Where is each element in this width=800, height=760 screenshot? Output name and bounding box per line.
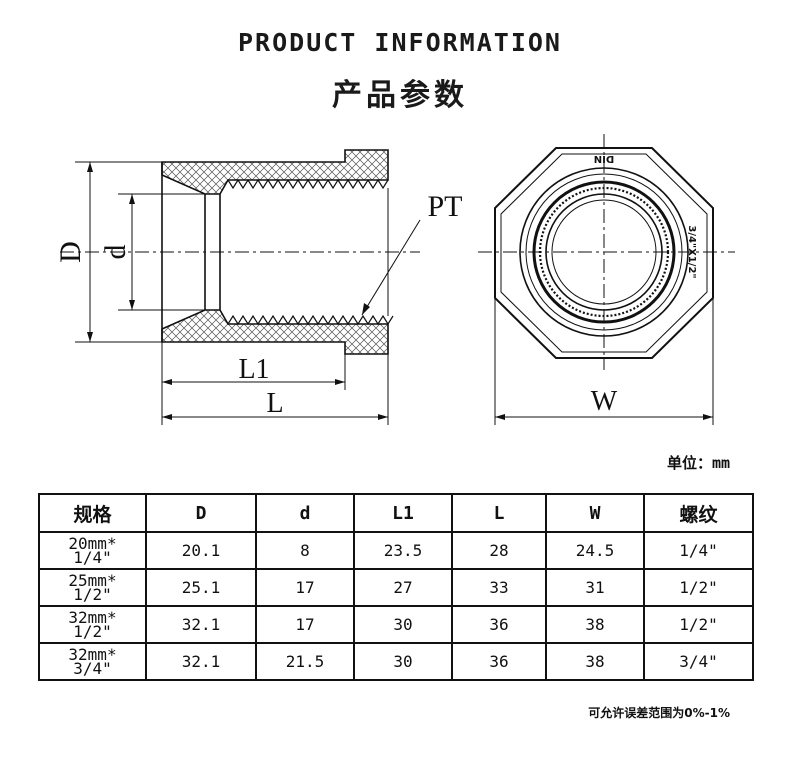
spec-table: 规格 D d L1 L W 螺纹 20mm*1/4" 20.1 8 23.5 2… bbox=[38, 493, 754, 681]
marking-din: DIN bbox=[594, 153, 614, 164]
table-row: 32mm*1/2" 32.1 17 30 36 38 1/2" bbox=[38, 605, 754, 644]
cell-spec: 20mm*1/4" bbox=[38, 531, 147, 570]
cell-thread: 1/4" bbox=[643, 531, 754, 570]
title-chinese: 产品参数 bbox=[332, 78, 468, 113]
cell-spec: 32mm*3/4" bbox=[38, 642, 147, 681]
cell-D: 20.1 bbox=[145, 531, 257, 570]
cell-spec: 32mm*1/2" bbox=[38, 605, 147, 644]
header-L1: L1 bbox=[353, 493, 453, 533]
cell-thread: 1/2" bbox=[643, 568, 754, 607]
cell-spec: 25mm*1/2" bbox=[38, 568, 147, 607]
cell-W: 38 bbox=[545, 642, 645, 681]
table-row: 25mm*1/2" 25.1 17 27 33 31 1/2" bbox=[38, 568, 754, 607]
front-octagon-view bbox=[478, 134, 735, 425]
label-L: L bbox=[266, 388, 283, 419]
cell-L1: 23.5 bbox=[353, 531, 453, 570]
label-d: d bbox=[99, 245, 132, 260]
cell-L: 36 bbox=[451, 605, 547, 644]
cell-d: 8 bbox=[255, 531, 355, 570]
cell-L1: 30 bbox=[353, 605, 453, 644]
table-row: 32mm*3/4" 32.1 21.5 30 36 38 3/4" bbox=[38, 642, 754, 681]
cell-W: 24.5 bbox=[545, 531, 645, 570]
cell-W: 38 bbox=[545, 605, 645, 644]
cell-d: 17 bbox=[255, 568, 355, 607]
label-D: D bbox=[54, 241, 87, 263]
header-L: L bbox=[451, 493, 547, 533]
cell-d: 21.5 bbox=[255, 642, 355, 681]
cell-D: 32.1 bbox=[145, 642, 257, 681]
table-header-row: 规格 D d L1 L W 螺纹 bbox=[38, 493, 754, 533]
cell-D: 25.1 bbox=[145, 568, 257, 607]
side-section-view bbox=[60, 149, 421, 425]
header-D: D bbox=[145, 493, 257, 533]
header-W: W bbox=[545, 493, 645, 533]
cell-L1: 30 bbox=[353, 642, 453, 681]
cell-W: 31 bbox=[545, 568, 645, 607]
cell-L: 36 bbox=[451, 642, 547, 681]
header-d: d bbox=[255, 493, 355, 533]
title-english: PRODUCT INFORMATION bbox=[238, 28, 562, 57]
cell-L: 33 bbox=[451, 568, 547, 607]
cell-d: 17 bbox=[255, 605, 355, 644]
header-thread: 螺纹 bbox=[643, 493, 754, 533]
label-W: W bbox=[591, 386, 618, 417]
cell-thread: 3/4" bbox=[643, 642, 754, 681]
cell-L: 28 bbox=[451, 531, 547, 570]
table-row: 20mm*1/4" 20.1 8 23.5 28 24.5 1/4" bbox=[38, 531, 754, 570]
tolerance-note: 可允许误差范围为0%-1% bbox=[588, 706, 730, 720]
cell-thread: 1/2" bbox=[643, 605, 754, 644]
marking-size: 3/4"X1/2" bbox=[686, 225, 697, 278]
cell-D: 32.1 bbox=[145, 605, 257, 644]
technical-drawing: D d L1 L PT DIN 3/4"X1/2" W bbox=[54, 134, 735, 425]
cell-L1: 27 bbox=[353, 568, 453, 607]
label-L1: L1 bbox=[238, 354, 269, 385]
unit-label: 单位：mm bbox=[666, 454, 730, 472]
label-PT: PT bbox=[427, 190, 462, 223]
header-spec: 规格 bbox=[38, 493, 147, 533]
